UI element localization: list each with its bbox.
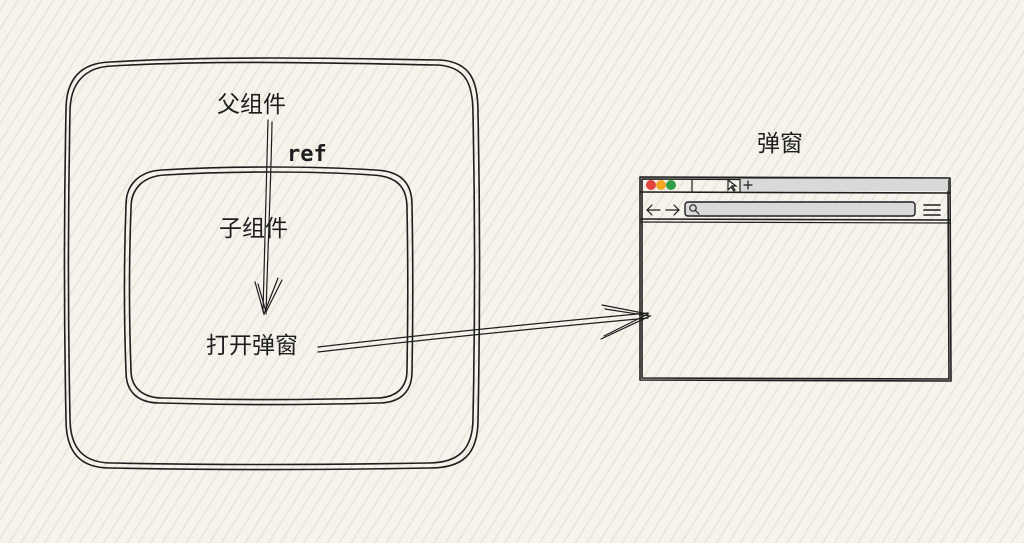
window-maximize-dot[interactable] (666, 180, 676, 190)
back-arrow-icon[interactable] (646, 204, 661, 216)
ref-label: ref (287, 142, 327, 167)
popup-title: 弹窗 (757, 131, 803, 157)
open-popup-arrow (317, 304, 653, 353)
new-tab-icon[interactable] (743, 180, 753, 190)
forward-arrow-icon[interactable] (665, 204, 680, 216)
popup-window (639, 176, 952, 382)
search-icon (689, 204, 700, 215)
parent-component-box (63, 57, 481, 471)
open-popup-label: 打开弹窗 (206, 333, 298, 359)
address-bar[interactable] (684, 201, 916, 217)
child-component-box (123, 166, 414, 406)
cursor-icon (727, 178, 738, 192)
menu-icon[interactable] (923, 204, 941, 216)
tab-strip (740, 179, 948, 191)
parent-component-label: 父组件 (217, 92, 286, 118)
ref-arrow (254, 119, 283, 316)
window-minimize-dot[interactable] (656, 180, 666, 190)
child-component-label: 子组件 (219, 216, 288, 242)
window-close-dot[interactable] (646, 180, 656, 190)
